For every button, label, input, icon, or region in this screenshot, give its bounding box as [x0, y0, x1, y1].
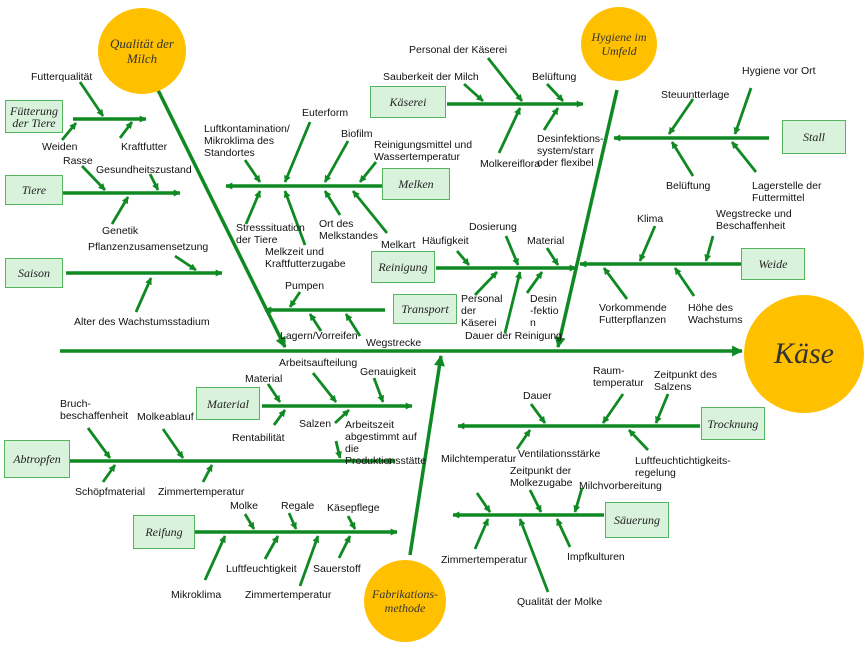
category-cheese-dairy: Käserei: [370, 86, 446, 118]
cause-label: Häufigkeit: [422, 235, 469, 247]
cause-label: Sauerstoff: [313, 563, 361, 575]
cause-label: Rentabilität: [232, 432, 285, 444]
cause-label: Milchvorbereitung: [579, 480, 662, 492]
cause-label: Klima: [637, 213, 664, 225]
cause-label: Rasse: [63, 155, 93, 167]
category-ripening: Reifung: [133, 515, 195, 549]
cause-label: Höhe des Wachstums: [688, 302, 743, 326]
cause-label: Stresssituation der Tiere: [236, 222, 305, 246]
category-stable: Stall: [782, 120, 846, 154]
cause-label: Milchtemperatur: [441, 453, 517, 465]
cause-label: Dauer der Reinigung: [465, 330, 562, 342]
cause-label: Lagern/Vorreifen: [280, 330, 358, 342]
main-category-manufacturing: Fabrikations-methode: [364, 560, 446, 642]
cause-label: Luftfeuchtichtigkeits-regelung: [635, 455, 731, 479]
cause-label: Reinigungsmittel und Wassertemperatur: [374, 139, 473, 163]
cause-label: Vorkommende Futterpflanzen: [599, 302, 667, 326]
cause-label: Molkereiflora: [480, 158, 541, 170]
category-milking: Melken: [382, 168, 450, 200]
cause-label: Desin-fektion: [530, 293, 559, 329]
cause-label: Dosierung: [469, 221, 517, 233]
category-acidification: Säuerung: [605, 502, 669, 538]
cause-label: Melkzeit und Kraftfutterzugabe: [265, 246, 346, 270]
bone-manufacturing: [408, 354, 445, 556]
cause-label: Kraftfutter: [121, 141, 168, 153]
cause-label: Lagerstelle der Futtermittel: [752, 180, 822, 204]
category-season: Saison: [5, 258, 63, 288]
cause-label: Bruch-beschaffenheit: [60, 398, 129, 422]
cause-label: Ort des Melkstandes: [319, 218, 378, 242]
cause-label: Impfkulturen: [567, 551, 625, 563]
cause-label: Material: [527, 235, 565, 247]
cause-label: Schöpfmaterial: [75, 486, 146, 498]
cause-label: Sauberkeit der Milch: [383, 71, 479, 83]
category-drying: Trocknung: [701, 407, 765, 440]
main-category-milk-quality: Qualität der Milch: [98, 8, 186, 94]
category-pasture: Weide: [741, 248, 805, 280]
cause-label: Genauigkeit: [360, 366, 417, 378]
cause-label: Arbeitszeit abgestimmt auf die Produktio…: [345, 419, 427, 467]
cause-label: Arbeitsaufteilung: [279, 357, 358, 369]
cause-label: Ventilationsstärke: [518, 448, 601, 460]
cause-label: Molkeablauf: [137, 411, 194, 423]
category-animals: Tiere: [5, 175, 63, 205]
cause-label: Euterform: [302, 107, 349, 119]
cause-label: Material: [245, 373, 283, 385]
cause-label: Regale: [281, 500, 315, 512]
cause-label: Molke: [230, 500, 259, 512]
cause-label: Belüftung: [666, 180, 711, 192]
category-transport: Transport: [393, 294, 457, 324]
cause-label: Mikroklima: [171, 589, 222, 601]
cause-label: Biofilm: [341, 128, 373, 140]
cause-label: Wegstrecke und Beschaffenheit: [716, 208, 792, 232]
cause-label: Raum-temperatur: [593, 365, 644, 389]
cause-label: Dauer: [523, 390, 552, 402]
cause-label: Zimmertemperatur: [158, 486, 245, 498]
cause-label: Alter des Wachstumsstadium: [74, 316, 210, 328]
cause-label: Pumpen: [285, 280, 325, 292]
cause-label: Belüftung: [532, 71, 577, 83]
cause-label: Wegstrecke: [366, 337, 422, 349]
bone-hygiene: [554, 89, 619, 349]
cause-label: Futterqualität: [31, 71, 93, 83]
cause-label: Zeitpunkt des Salzens: [654, 369, 718, 393]
cause-label: Personal der Käserei: [409, 44, 508, 56]
category-draining: Abtropfen: [4, 440, 70, 478]
cause-label: Weiden: [42, 141, 78, 153]
effect-kaese: Käse: [744, 295, 864, 413]
cause-label: Zimmertemperatur: [245, 589, 332, 601]
cause-label: Zimmertemperatur: [441, 554, 528, 566]
category-feeding: Fütterung der Tiere: [5, 100, 63, 133]
cause-label: Genetik: [102, 225, 139, 237]
main-category-hygiene: Hygiene im Umfeld: [581, 7, 657, 81]
category-material: Material: [196, 387, 260, 420]
cause-label: Gesundheitszustand: [96, 164, 192, 176]
cause-label: Desinfektions-system/starr oder flexibel: [537, 133, 604, 169]
cause-label: Luftkontamination/ Mikroklima des Stando…: [204, 123, 290, 159]
bone-milk-quality: [156, 89, 287, 348]
cause-label: Pflanzenzusamensetzung: [88, 241, 209, 253]
cause-label: Hygiene vor Ort: [742, 65, 816, 77]
cause-label: Zeitpunkt der Molkezugabe: [510, 465, 573, 489]
cause-label: Personal der Käserei: [461, 293, 503, 329]
category-cleaning: Reinigung: [371, 251, 435, 283]
cause-label: Steuuntterlage: [661, 89, 730, 101]
cause-label: Melkart: [381, 239, 416, 251]
cause-label: Luftfeuchtigkeit: [226, 563, 297, 575]
cause-label: Salzen: [299, 418, 332, 430]
cause-label: Käsepflege: [327, 502, 380, 514]
cause-label: Qualität der Molke: [517, 596, 603, 608]
